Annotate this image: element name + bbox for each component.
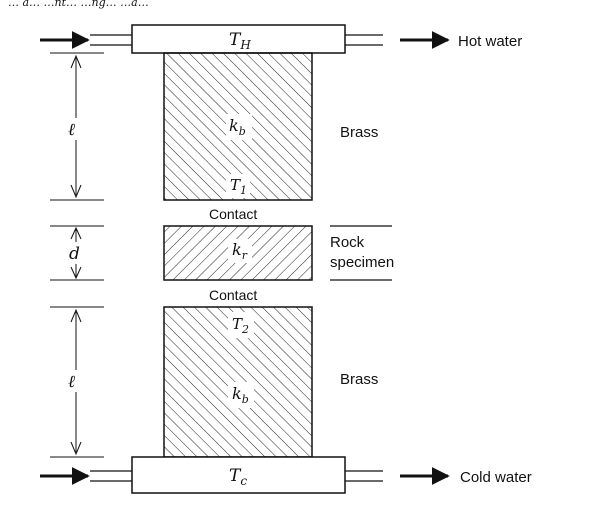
lower-kb-label-bg	[228, 382, 254, 408]
lower-conductivity-label: kb	[232, 384, 249, 406]
upper-length-label: ℓ	[68, 120, 75, 140]
specimen-label-line1: Rock	[330, 234, 365, 251]
lower-length-dimension: ℓ	[50, 306, 104, 458]
lower-t2-label-bg	[228, 312, 254, 338]
upper-temperature-label: T1	[230, 176, 247, 197]
upper-conductivity-label: kb	[229, 116, 246, 138]
specimen-thickness-dimension: d	[50, 225, 104, 281]
lower-brass-block: T2 kb	[163, 306, 313, 458]
caption-fragment: … a… …nt… …ng… …a…	[8, 0, 149, 9]
rock-specimen: kr	[163, 225, 313, 281]
upper-brass-label: Brass	[340, 124, 378, 141]
contact-top-label: Contact	[209, 206, 257, 222]
heater-temperature-label: TH	[229, 30, 251, 52]
specimen-thickness-label: d	[69, 244, 80, 264]
contact-bottom-label: Contact	[209, 287, 257, 303]
heater: TH	[90, 24, 383, 54]
upper-t1-label-bg	[226, 174, 250, 198]
specimen-kr-label-bg	[228, 239, 252, 263]
cooler-temperature-label: Tc	[229, 466, 247, 488]
lower-brass-label: Brass	[340, 371, 378, 388]
upper-kb-label-bg	[226, 114, 252, 140]
heater-plate	[131, 24, 346, 54]
lower-temperature-label: T2	[232, 315, 249, 336]
specimen-conductivity-label: kr	[232, 240, 248, 262]
upper-brass-block: kb T1	[163, 52, 313, 201]
cold-water-label: Cold water	[460, 469, 532, 486]
lower-length-label: ℓ	[68, 372, 75, 392]
hot-water-label: Hot water	[458, 33, 522, 50]
upper-length-dimension: ℓ	[50, 52, 104, 201]
cooler-plate	[131, 456, 346, 494]
cooler: Tc	[90, 456, 383, 494]
specimen-label-line2: specimen	[330, 254, 394, 271]
